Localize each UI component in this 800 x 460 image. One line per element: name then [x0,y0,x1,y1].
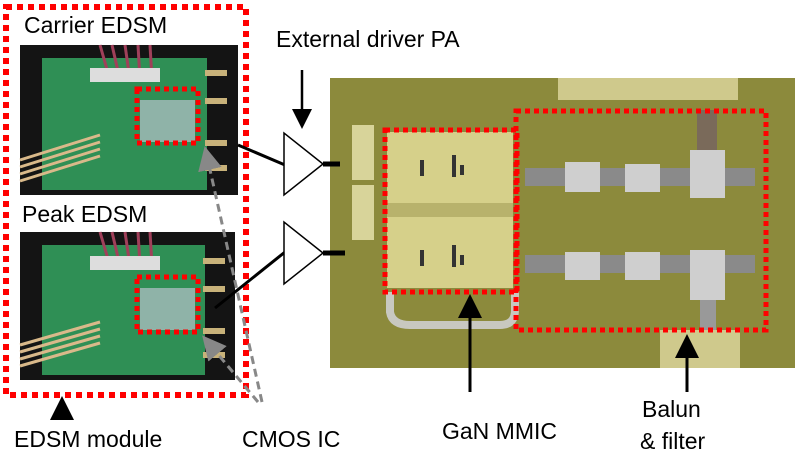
peak-edsm-photo [19,231,235,380]
balun-label: Balun [642,396,701,422]
peak-edsm-label: Peak EDSM [22,201,148,227]
cmos-ic-box-peak [134,274,201,335]
filter-label: & filter [640,428,706,454]
chip-photo [330,78,795,368]
peak-signal-line [214,250,286,310]
external-driver-pa-label: External driver PA [276,26,460,52]
driver-pa-peak-icon [283,220,325,286]
cmos-ic-label: CMOS IC [242,426,341,452]
carrier-edsm-label: Carrier EDSM [24,12,168,38]
gan-mmic-box [382,127,520,295]
carrier-signal-line [237,143,286,167]
cmos-ic-box-carrier [134,86,201,146]
edsm-module-label: EDSM module [14,426,163,452]
gan-mmic-label: GaN MMIC [442,418,557,444]
edsm-module-box [3,4,249,398]
cmos-ic-arrow-peak [202,335,260,403]
balun-filter-box [513,108,769,333]
carrier-edsm-photo [19,44,238,195]
driver-pa-carrier-icon [283,131,325,197]
cmos-ic-arrow-carrier [198,146,264,403]
